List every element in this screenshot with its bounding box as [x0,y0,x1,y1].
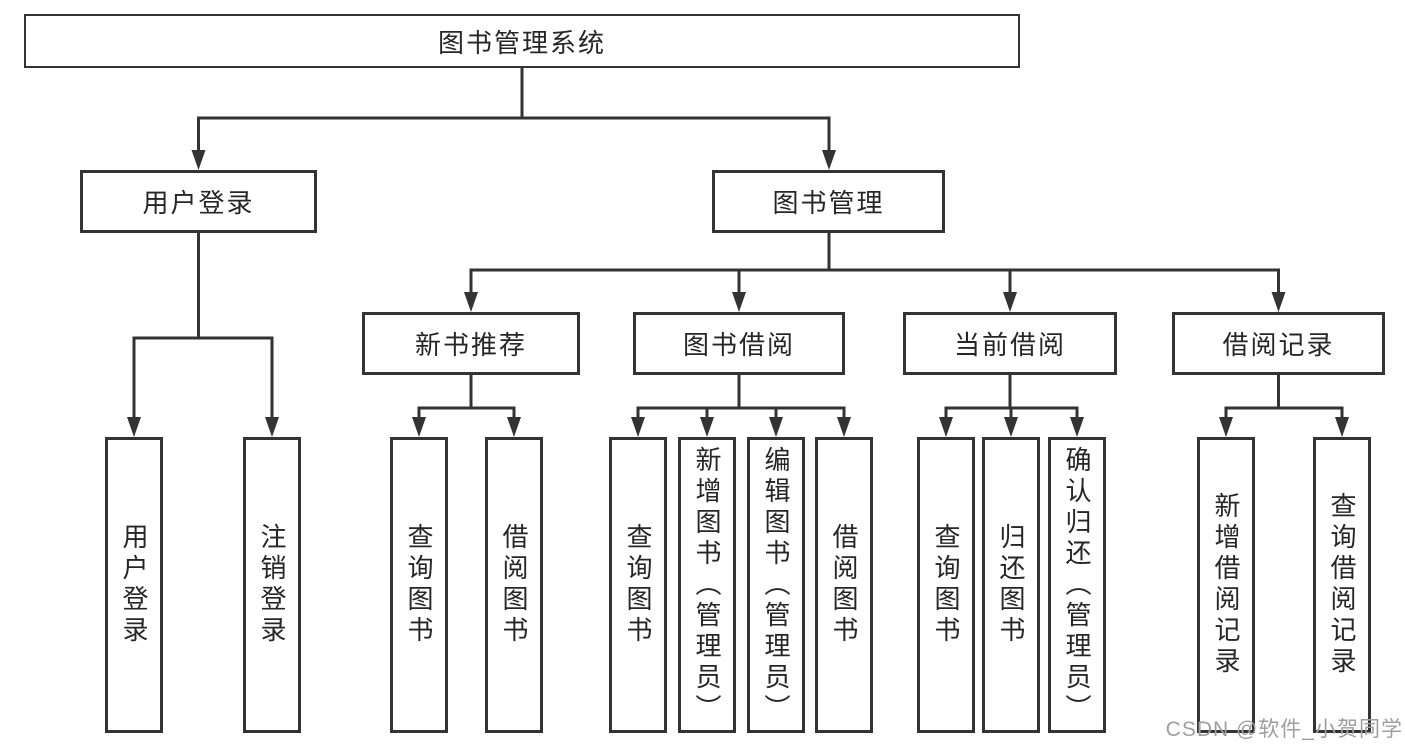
leaf-query-borrow-record: 查询借阅记录 [1313,437,1371,733]
node-root-system: 图书管理系统 [24,14,1020,68]
edge-userlogin-to-leaves [132,231,274,423]
leaf-logout: 注销登录 [243,437,301,733]
edge-bookborrow-to-leaves [636,373,846,423]
arrowhead-icon [732,292,746,312]
edge-currentborrow-to-leaves [944,373,1079,423]
leaf-user-login: 用户登录 [105,437,163,733]
arrowhead-icon [631,417,645,437]
node-book-management: 图书管理 [712,170,945,233]
leaf-label: 确认归还（管理员） [1062,445,1092,725]
node-label: 图书管理系统 [437,27,606,58]
leaf-query-books-recommend: 查询图书 [390,437,448,733]
node-new-book-recommend: 新书推荐 [362,312,580,375]
leaf-add-borrow-record: 新增借阅记录 [1197,437,1255,733]
leaf-label: 借阅图书 [499,523,529,647]
csdn-watermark: CSDN @软件_小贺同学 [1165,718,1403,741]
node-label: 图书借阅 [682,330,795,360]
leaf-return-books: 归还图书 [982,437,1040,733]
arrowhead-icon [191,150,206,170]
arrowheads [127,150,1349,437]
leaf-label: 查询借阅记录 [1327,492,1357,678]
arrowhead-icon [939,417,953,437]
connector-edges [132,66,1344,423]
arrowhead-icon [412,417,426,437]
edge-bookmgmt-to-level2 [469,231,1280,298]
arrowhead-icon [127,417,141,437]
node-label: 借阅记录 [1222,330,1335,360]
arrowhead-icon [507,417,521,437]
arrowhead-icon [822,150,836,170]
leaf-label: 查询图书 [623,523,653,647]
node-current-borrow: 当前借阅 [903,312,1117,375]
edge-root-to-level1 [197,66,831,156]
arrowhead-icon [837,417,851,437]
edge-newbook-to-leaves [417,373,516,423]
leaf-label: 新增借阅记录 [1211,492,1241,678]
leaf-label: 借阅图书 [829,523,859,647]
leaf-add-books-admin: 新增图书（管理员） [678,437,736,733]
node-label: 新书推荐 [414,330,527,360]
node-label: 用户登录 [142,188,255,218]
node-borrow-records: 借阅记录 [1172,312,1385,375]
leaf-query-books-borrow: 查询图书 [609,437,667,733]
arrowhead-icon [1003,292,1017,312]
node-book-borrow: 图书借阅 [633,312,845,375]
leaf-borrow-books-recommend: 借阅图书 [485,437,543,733]
arrowhead-icon [1335,417,1349,437]
arrowhead-icon [700,417,714,437]
node-label: 图书管理 [772,188,885,218]
node-user-login: 用户登录 [80,170,317,233]
leaf-borrow-books: 借阅图书 [815,437,873,733]
arrowhead-icon [1070,417,1084,437]
leaf-query-books-current: 查询图书 [917,437,975,733]
leaf-confirm-return-admin: 确认归还（管理员） [1048,437,1106,733]
arrowhead-icon [1004,417,1018,437]
arrowhead-icon [1219,417,1233,437]
node-label: 当前借阅 [953,330,1066,360]
leaf-label: 查询图书 [931,523,961,647]
arrowhead-icon [464,292,478,312]
leaf-label: 注销登录 [257,523,287,647]
leaf-label: 编辑图书（管理员） [761,445,791,725]
leaf-edit-books-admin: 编辑图书（管理员） [747,437,805,733]
leaf-label: 归还图书 [996,523,1026,647]
arrowhead-icon [1271,292,1286,312]
edge-borrowrecord-to-leaves [1224,373,1344,423]
leaf-label: 查询图书 [404,523,434,647]
leaf-label: 新增图书（管理员） [692,445,722,725]
arrowhead-icon [265,417,279,437]
arrowhead-icon [769,417,783,437]
leaf-label: 用户登录 [119,523,149,647]
